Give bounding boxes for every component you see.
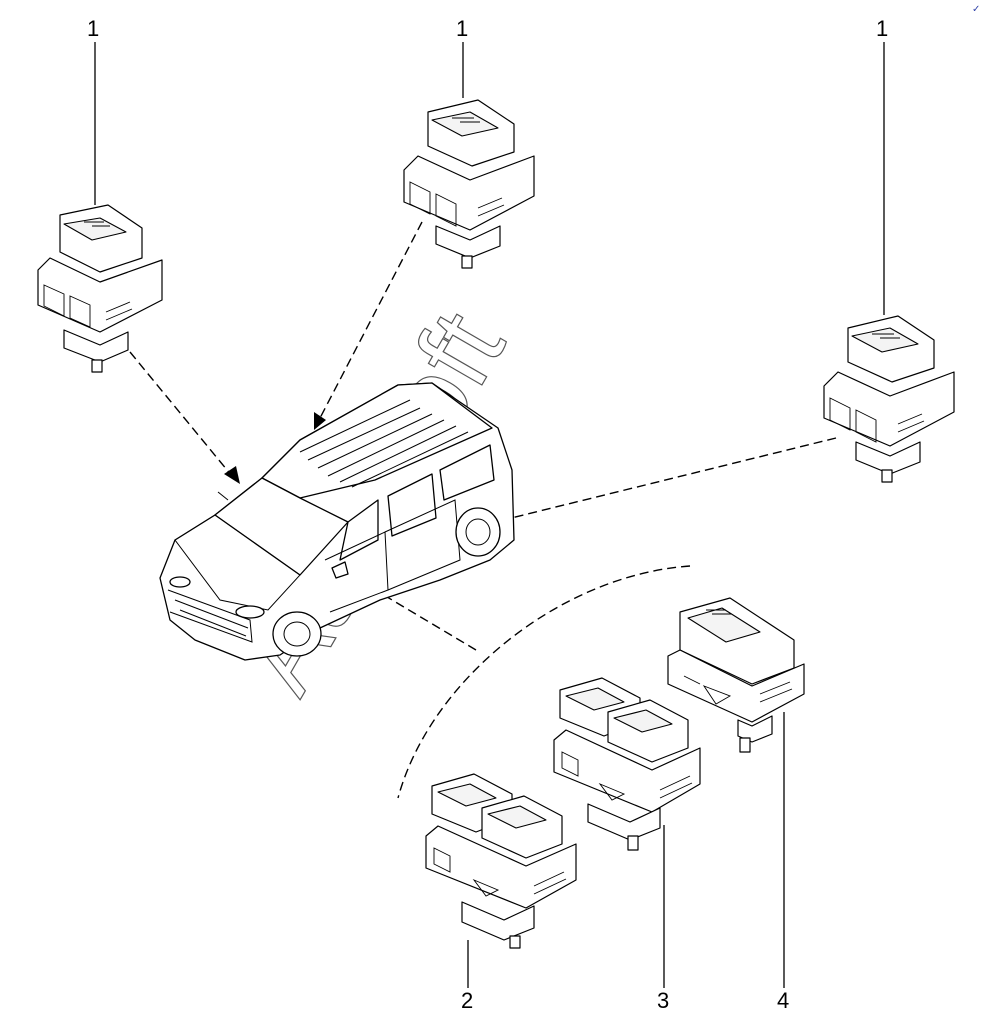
window-switch-rear-left — [37, 204, 163, 373]
callout-number-1-left: 1 — [87, 16, 99, 41]
location-arrow-left — [129, 351, 240, 484]
window-switch-rear-center — [403, 99, 535, 269]
location-arrow-center — [314, 221, 423, 430]
window-switch-double-a — [425, 773, 577, 949]
window-switch-rear-right — [823, 315, 955, 483]
vehicle-illustration — [159, 382, 515, 661]
callout-number-2: 2 — [461, 988, 473, 1013]
callout-number-4: 4 — [777, 988, 789, 1013]
front-door-group-arc — [397, 565, 691, 799]
corner-mark: ✓ — [972, 4, 980, 15]
window-switch-single — [667, 597, 805, 753]
callout-number-1-center: 1 — [456, 16, 468, 41]
window-switch-double-b — [553, 677, 701, 851]
callout-number-1-right: 1 — [876, 16, 888, 41]
callout-number-3: 3 — [657, 988, 669, 1013]
